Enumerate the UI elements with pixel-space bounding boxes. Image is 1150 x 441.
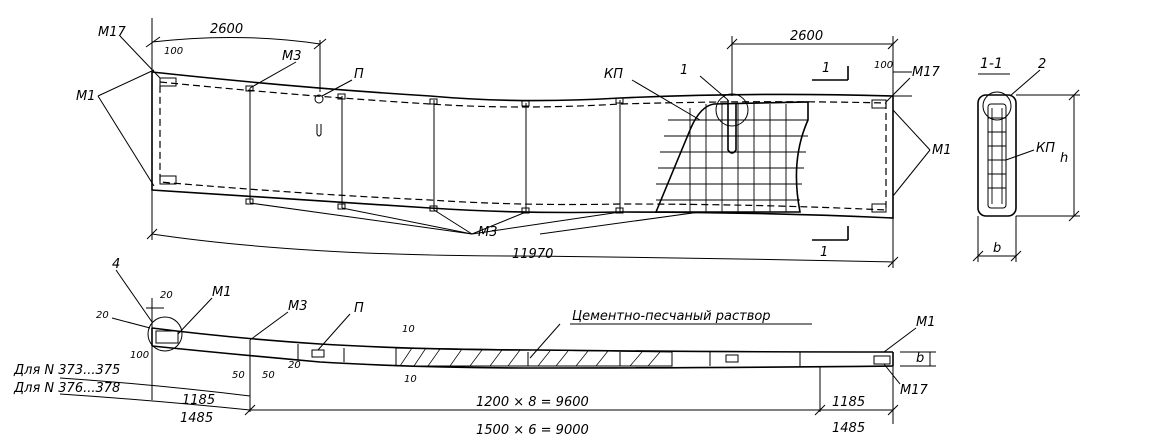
elevation-end-plate-right [873,355,891,365]
plan-label-m17-right: М17 [912,65,940,80]
plan-label-m3-top: М3 [282,49,302,64]
elevation-mortar-zone [395,347,673,367]
elevation-top-edge [151,327,894,353]
elevation-ribs [249,340,801,366]
plan-section-mark-bottom [812,226,849,241]
plan-dim-100-right: 100 [874,60,893,71]
elevation-view: 4 20 20 М1 М3 П Цементно-песчаный раство… [13,257,936,438]
plan-loop-detail [727,100,737,154]
section-mesh [988,108,1006,204]
plan-label-m17-left: М17 [98,25,126,40]
elevation-dim-1185-right: 1185 [832,395,865,410]
plan-label-m3-bottom: М3 [478,225,498,240]
section-label-h: h [1060,151,1068,166]
elevation-callout-4: 4 [112,257,120,272]
elevation-dim-20-mid: 20 [288,360,301,371]
elevation-end-plate-left [155,330,179,344]
section-view: 1-1 2 КП h b [972,56,1080,262]
elevation-dim-100: 100 [130,350,149,361]
elevation-dim-9000: 1500 × 6 = 9000 [476,423,589,438]
plan-mesh-kp [654,101,809,213]
plan-callout-circle-1 [715,93,749,127]
section-callout-circle-2 [982,91,1012,121]
plan-leaders [97,35,931,235]
plan-section-1-bottom: 1 [820,245,828,260]
elevation-callout-circle-4 [147,316,183,352]
plan-label-m1-right: М1 [932,143,952,158]
plan-section-mark-top [812,66,849,81]
elevation-label-for-376: Для N 376...378 [13,381,120,396]
plan-dimensions-top [145,18,912,97]
elevation-dim-1485-left: 1485 [180,411,213,426]
section-label-kp: КП [1036,141,1055,156]
plan-embedded-plates [159,77,887,214]
plan-dim-overall: 11970 [512,247,553,262]
elevation-dim-1485-right: 1485 [832,421,865,436]
elevation-dim-20-left: 20 [96,310,109,321]
section-label-b: b [993,241,1001,256]
elevation-label-m17: М17 [900,383,928,398]
elevation-leaders [115,269,917,385]
section-title: 1-1 [980,56,1003,72]
elevation-dim-50-a: 50 [232,370,245,381]
elevation-dim-10-top: 10 [402,324,415,335]
plan-label-p: П [354,67,364,82]
section-inner [987,103,1007,209]
plan-outline [151,71,894,219]
plan-view: 2600 2600 М17 100 М3 П КП 1 1 100 М17 М1… [76,18,952,268]
elevation-dim-9600: 1200 × 8 = 9600 [476,395,589,410]
elevation-dimensions [59,298,936,424]
elevation-label-for-373: Для N 373...375 [13,363,120,378]
elevation-label-mortar: Цементно-песчаный раствор [572,309,771,324]
plan-dim-2600-right: 2600 [790,29,823,44]
plan-lifting-loop [314,94,324,137]
elevation-label-m1-left: М1 [212,285,232,300]
plan-label-kp: КП [604,67,623,82]
elevation-label-b: b [916,351,924,366]
plan-callout-1: 1 [680,63,688,78]
elevation-dim-20-top: 20 [160,290,173,301]
plan-rib-lines [249,88,621,212]
elevation-dim-10-bottom: 10 [404,374,417,385]
plan-dim-2600-left: 2600 [210,22,243,37]
elevation-label-m3: М3 [288,299,308,314]
section-outline [977,94,1017,217]
elevation-dim-50-b: 50 [262,370,275,381]
plan-dimension-overall [146,190,899,268]
plan-label-m1-left: М1 [76,89,96,104]
elevation-dim-1185-left: 1185 [182,393,215,408]
section-callout-2: 2 [1038,57,1046,72]
elevation-label-p: П [354,301,364,316]
plan-section-1-top: 1 [822,61,830,76]
plan-dim-100-left: 100 [164,46,183,57]
elevation-label-m1-right: М1 [916,315,936,330]
